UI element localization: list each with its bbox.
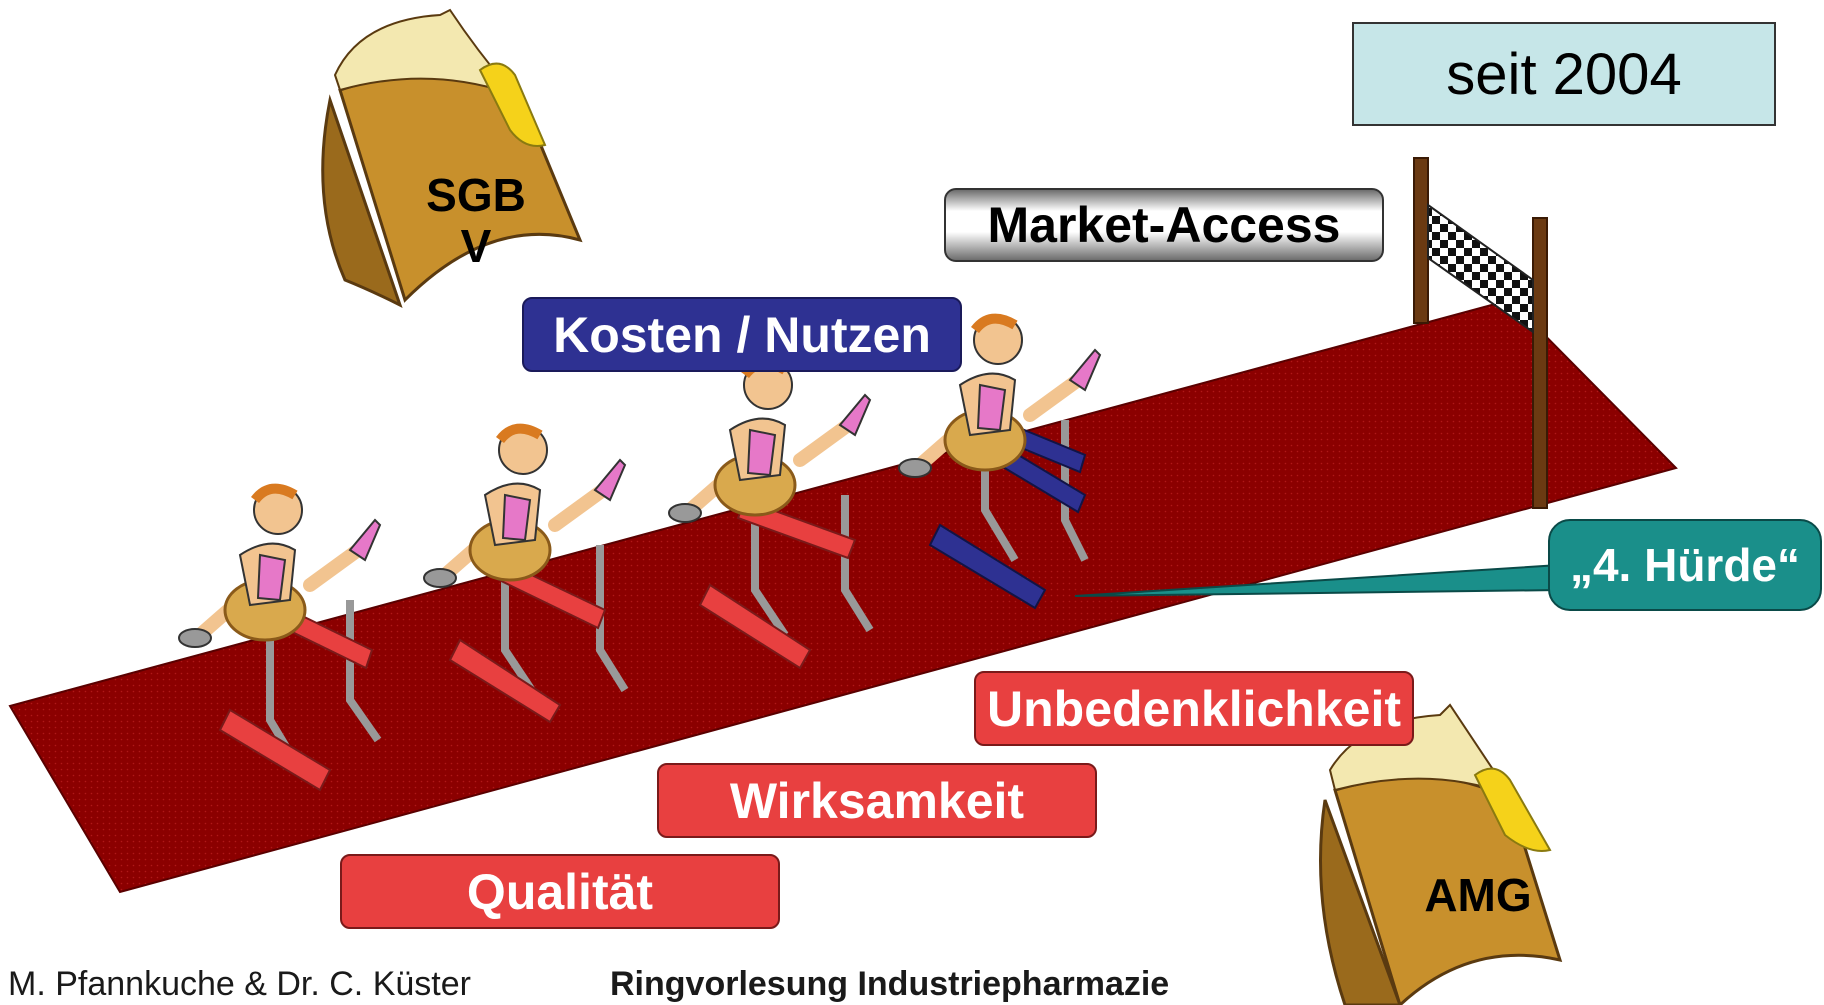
hurdler-4 xyxy=(898,313,1102,478)
sgb-book-title: SGB V xyxy=(426,169,526,272)
sgb-book-icon xyxy=(321,8,583,308)
amg-book-title: AMG xyxy=(1424,869,1532,921)
kosten-nutzen-label: Kosten / Nutzen xyxy=(522,297,962,372)
wirksamkeit-label: Wirksamkeit xyxy=(657,763,1097,838)
hurdler-1 xyxy=(178,483,382,648)
finish-line xyxy=(1413,157,1548,509)
hurdler-2 xyxy=(423,423,627,588)
market-access-label: Market-Access xyxy=(944,188,1384,262)
qualitaet-label: Qualität xyxy=(340,854,780,929)
footer-authors: M. Pfannkuche & Dr. C. Küster xyxy=(8,965,471,1003)
year-box: seit 2004 xyxy=(1352,22,1776,126)
unbedenklichkeit-label: Unbedenklichkeit xyxy=(974,671,1414,746)
vierte-huerde-label: „4. Hürde“ xyxy=(1548,519,1822,611)
hurdle-1 xyxy=(218,600,382,792)
hurdler-3 xyxy=(668,358,872,523)
amg-book-icon xyxy=(1319,703,1563,1005)
footer-course: Ringvorlesung Industriepharmazie xyxy=(610,965,1170,1003)
